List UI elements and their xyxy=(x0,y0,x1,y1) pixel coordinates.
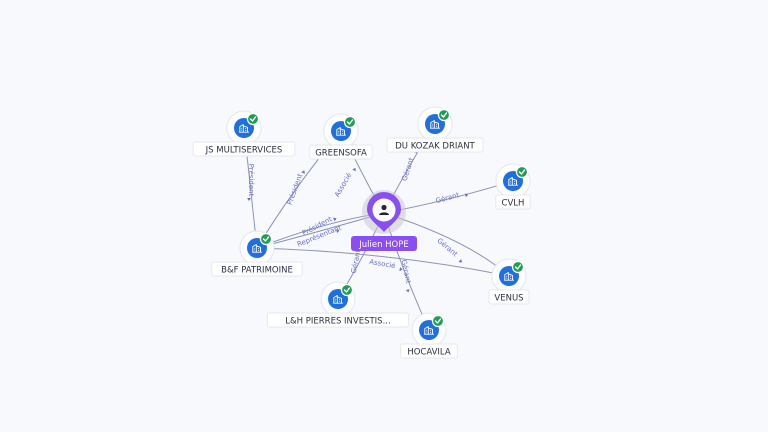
person-icon xyxy=(379,204,389,215)
company-label-background xyxy=(267,312,409,328)
company-node-dukozak[interactable]: DU KOZAK DRIANT xyxy=(386,106,484,153)
company-label: HOCAVILA xyxy=(407,348,451,358)
company-node-bf[interactable]: B&F PATRIMOINE xyxy=(211,230,303,277)
company-label-background xyxy=(386,137,484,153)
edge-arrow xyxy=(405,289,410,293)
edge-arrow xyxy=(399,267,403,272)
edge-label: Gérant xyxy=(401,156,416,182)
verified-check-icon xyxy=(343,115,357,129)
edge-arrow xyxy=(458,259,463,263)
company-label-background xyxy=(309,144,373,160)
person-label-background xyxy=(351,236,417,251)
person-node[interactable]: Julien HOPE xyxy=(351,190,417,251)
edge-label: Président xyxy=(286,172,305,206)
company-label: GREENSOFA xyxy=(315,149,367,159)
edge-line xyxy=(256,247,510,277)
nodes-layer: JS MULTISERVICES GREENSOFA DU KOZAK DRIANT… xyxy=(192,106,531,359)
edge-label: Gérant xyxy=(435,191,461,205)
company-label-background xyxy=(495,194,531,210)
person-label: Julien HOPE xyxy=(358,240,409,250)
company-label: DU KOZAK DRIANT xyxy=(395,142,475,152)
edge-arrow xyxy=(464,193,469,198)
company-node-cvlh[interactable]: CVLH xyxy=(495,163,531,210)
company-label-background xyxy=(488,289,530,305)
edge-arrow xyxy=(247,198,251,201)
verified-check-icon xyxy=(340,283,354,297)
edge-arrow xyxy=(301,170,306,174)
edge-arrow xyxy=(332,217,337,222)
verified-check-icon xyxy=(515,165,529,179)
company-node-hocavila[interactable]: HOCAVILA xyxy=(400,312,458,359)
company-label: L&H PIERRES INVESTIS... xyxy=(285,317,390,327)
edge-arrow xyxy=(352,167,356,172)
verified-check-icon xyxy=(431,314,445,328)
edge-arrow xyxy=(335,229,340,234)
company-node-js[interactable]: JS MULTISERVICES xyxy=(192,110,296,157)
edge-label: Associé xyxy=(369,258,396,270)
company-label: CVLH xyxy=(502,199,525,209)
edge-label: Associé xyxy=(333,172,353,199)
company-label: JS MULTISERVICES xyxy=(205,146,283,156)
verified-check-icon xyxy=(511,260,525,274)
company-label: VENUS xyxy=(494,294,523,304)
verified-check-icon xyxy=(437,108,451,122)
company-label: B&F PATRIMOINE xyxy=(221,266,293,276)
verified-check-icon xyxy=(259,232,273,246)
company-node-venus[interactable]: VENUS xyxy=(488,258,530,305)
edge-label: Gérant xyxy=(400,259,413,284)
company-node-greensofa[interactable]: GREENSOFA xyxy=(309,113,373,160)
edge-label: Président xyxy=(247,164,255,197)
company-label-background xyxy=(192,141,296,157)
edge-label: Gérant xyxy=(350,249,363,274)
company-label-background xyxy=(211,261,303,277)
verified-check-icon xyxy=(246,112,260,126)
company-label-background xyxy=(400,343,458,359)
company-node-lh[interactable]: L&H PIERRES INVESTIS... xyxy=(267,281,409,328)
edge-label: Gérant xyxy=(435,237,459,259)
